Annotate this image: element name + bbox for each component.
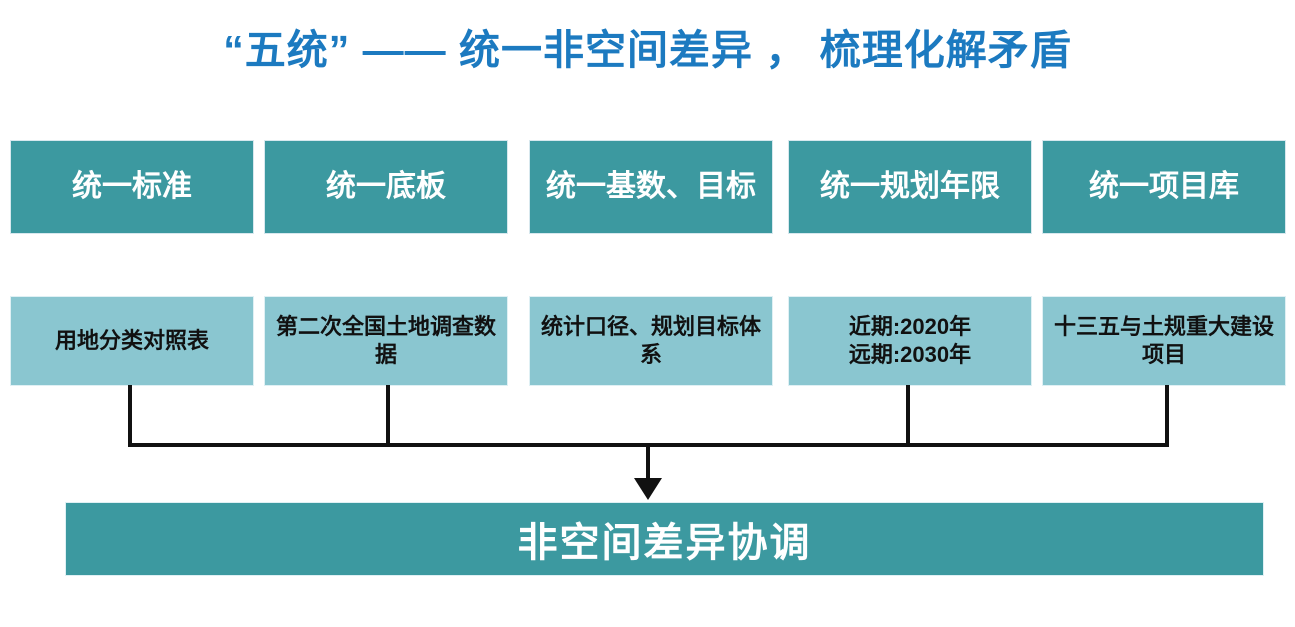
pillar-heading-label: 统一规划年限: [820, 170, 1000, 203]
pillar-detail-box-4[interactable]: 近期:2020年 远期:2030年: [789, 297, 1031, 385]
outcome-label: 非空间差异协调: [517, 521, 812, 565]
pillar-detail-box-2[interactable]: 第二次全国土地调查数据: [265, 297, 507, 385]
pillar-detail-box-1[interactable]: 用地分类对照表: [11, 297, 253, 385]
pillar-heading-box-2[interactable]: 统一底板: [265, 141, 507, 233]
pillar-heading-box-4[interactable]: 统一规划年限: [789, 141, 1031, 233]
connector-arrow-head: [634, 478, 662, 500]
pillar-detail-box-5[interactable]: 十三五与土规重大建设项目: [1043, 297, 1285, 385]
pillar-heading-label: 统一底板: [326, 170, 446, 203]
pillar-detail-label: 第二次全国土地调查数据: [275, 314, 496, 367]
pillar-heading-label: 统一项目库: [1089, 170, 1239, 203]
pillar-detail-label: 十三五与土规重大建设项目: [1053, 314, 1274, 367]
pillar-heading-box-3[interactable]: 统一基数、目标: [530, 141, 772, 233]
pillar-heading-label: 统一标准: [72, 170, 192, 203]
page-title: “五统” —— 统一非空间差异 ， 梳理化解矛盾: [223, 27, 1072, 73]
pillar-detail-label: 近期:2020年 远期:2030年: [848, 314, 972, 367]
outcome-bar[interactable]: 非空间差异协调: [66, 503, 1263, 575]
pillar-detail-label: 统计口径、规划目标体系: [540, 314, 761, 367]
pillar-heading-label: 统一基数、目标: [546, 170, 756, 203]
pillar-detail-label: 用地分类对照表: [54, 328, 209, 353]
pillar-heading-box-1[interactable]: 统一标准: [11, 141, 253, 233]
pillar-heading-box-5[interactable]: 统一项目库: [1043, 141, 1285, 233]
pillar-detail-box-3[interactable]: 统计口径、规划目标体系: [530, 297, 772, 385]
connector-network: [128, 385, 1169, 500]
